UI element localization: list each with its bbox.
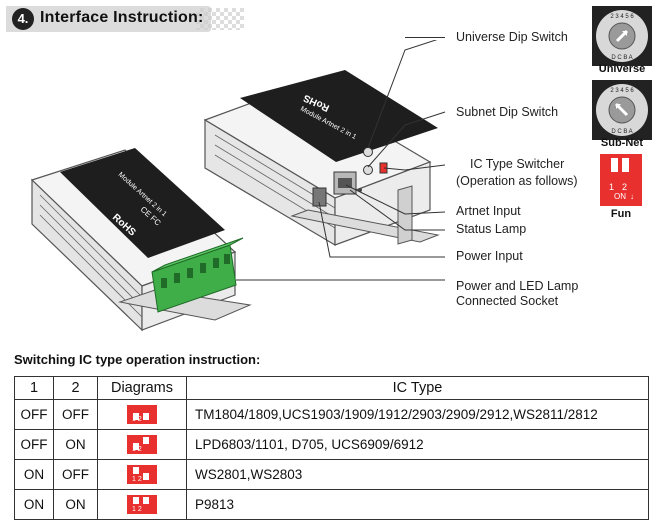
row2-switch1: OFF: [14, 429, 54, 460]
arrow-down-icon: ↓: [630, 192, 634, 201]
universe-label: Universe: [598, 63, 646, 75]
universe-rotary-switch: 2 3 4 5 6 D C B A: [592, 6, 652, 66]
section-number: 4.: [12, 8, 34, 30]
universe-dial: [363, 147, 373, 157]
row2-ic-type: LPD6803/1101, D705, UCS6909/6912: [186, 429, 649, 460]
col-header-2: 2: [53, 376, 98, 400]
fun-dip-key-1: [611, 158, 618, 172]
fun-dip-switch: 1 2 ON ↓: [600, 154, 642, 206]
col-header-1: 1: [14, 376, 54, 400]
label-ic-type-note: (Operation as follows): [456, 174, 578, 188]
subnet-label: Sub-Net: [600, 137, 644, 149]
label-status-lamp: Status Lamp: [456, 222, 527, 236]
row3-ic-type: WS2801,WS2803: [186, 459, 649, 490]
dip-diagram-off-off: 1 2: [127, 405, 157, 424]
row3-switch1: ON: [14, 459, 54, 490]
table-row: OFF ON 1 2 LPD6803/1101, D705, UCS6909/6…: [14, 429, 649, 460]
dip-diagram-on-on: 1 2: [127, 495, 157, 514]
row2-switch2: ON: [53, 429, 98, 460]
dip-diagram-off-on: 1 2: [127, 435, 157, 454]
label-artnet-input: Artnet Input: [456, 204, 521, 218]
back-device: Module Artnet 2 in 1 RoHS: [203, 70, 440, 247]
section-title: Interface Instruction:: [40, 9, 204, 26]
table-row: ON ON 1 2 P9813: [14, 489, 649, 520]
fun-dip-key-2: [622, 158, 629, 172]
svg-text:D C B A: D C B A: [611, 55, 632, 61]
row3-switch2: OFF: [53, 459, 98, 490]
ic-type-table: 1 2 Diagrams IC Type OFF OFF 1 2 TM1804/…: [14, 376, 649, 520]
label-subnet-dip: Subnet Dip Switch: [456, 105, 559, 119]
subnet-rotary-switch: 2 3 4 5 6 D C B A: [592, 80, 652, 140]
operation-instruction-title: Switching IC type operation instruction:: [14, 352, 261, 367]
row1-switch2: OFF: [53, 399, 98, 430]
svg-text:D C B A: D C B A: [611, 129, 632, 135]
col-header-diagrams: Diagrams: [97, 376, 187, 400]
label-socket-line2: Connected Socket: [456, 294, 559, 308]
label-power-input: Power Input: [456, 249, 523, 263]
label-socket-line1: Power and LED Lamp: [456, 279, 579, 293]
header-bar: [6, 6, 211, 32]
row4-switch1: ON: [14, 489, 54, 520]
header-pattern: [196, 8, 244, 30]
label-universe-dip: Universe Dip Switch: [456, 30, 568, 44]
section-header: 4. Interface Instruction:: [6, 6, 244, 32]
front-device: Module Artnet 2 in 1 RoHS CE FC: [30, 148, 252, 332]
terminal-block: [151, 237, 244, 313]
fun-on: ON: [614, 192, 626, 201]
leader-universe: [405, 37, 445, 38]
row1-switch1: OFF: [14, 399, 54, 430]
fun-pos-2: 2: [622, 182, 628, 192]
fun-label: Fun: [610, 208, 632, 220]
svg-text:2 3 4 5 6: 2 3 4 5 6: [610, 14, 634, 20]
fun-pos-1: 1: [609, 182, 615, 192]
subnet-dial: [363, 165, 373, 175]
dip-diagram-on-off: 1 2: [127, 465, 157, 484]
table-row: ON OFF 1 2 WS2801,WS2803: [14, 459, 649, 490]
table-row: OFF OFF 1 2 TM1804/1809,UCS1903/1909/191…: [14, 399, 649, 430]
row1-ic-type: TM1804/1809,UCS1903/1909/1912/2903/2909/…: [186, 399, 649, 430]
label-ic-type-switcher: IC Type Switcher: [470, 157, 565, 171]
device-illustration: Module Artnet 2 in 1 RoHS Module Artnet …: [30, 40, 446, 332]
svg-text:2 3 4 5 6: 2 3 4 5 6: [610, 88, 634, 94]
row4-ic-type: P9813: [186, 489, 649, 520]
row4-switch2: ON: [53, 489, 98, 520]
table-header-row: 1 2 Diagrams IC Type: [14, 376, 649, 400]
col-header-ic-type: IC Type: [186, 376, 649, 400]
